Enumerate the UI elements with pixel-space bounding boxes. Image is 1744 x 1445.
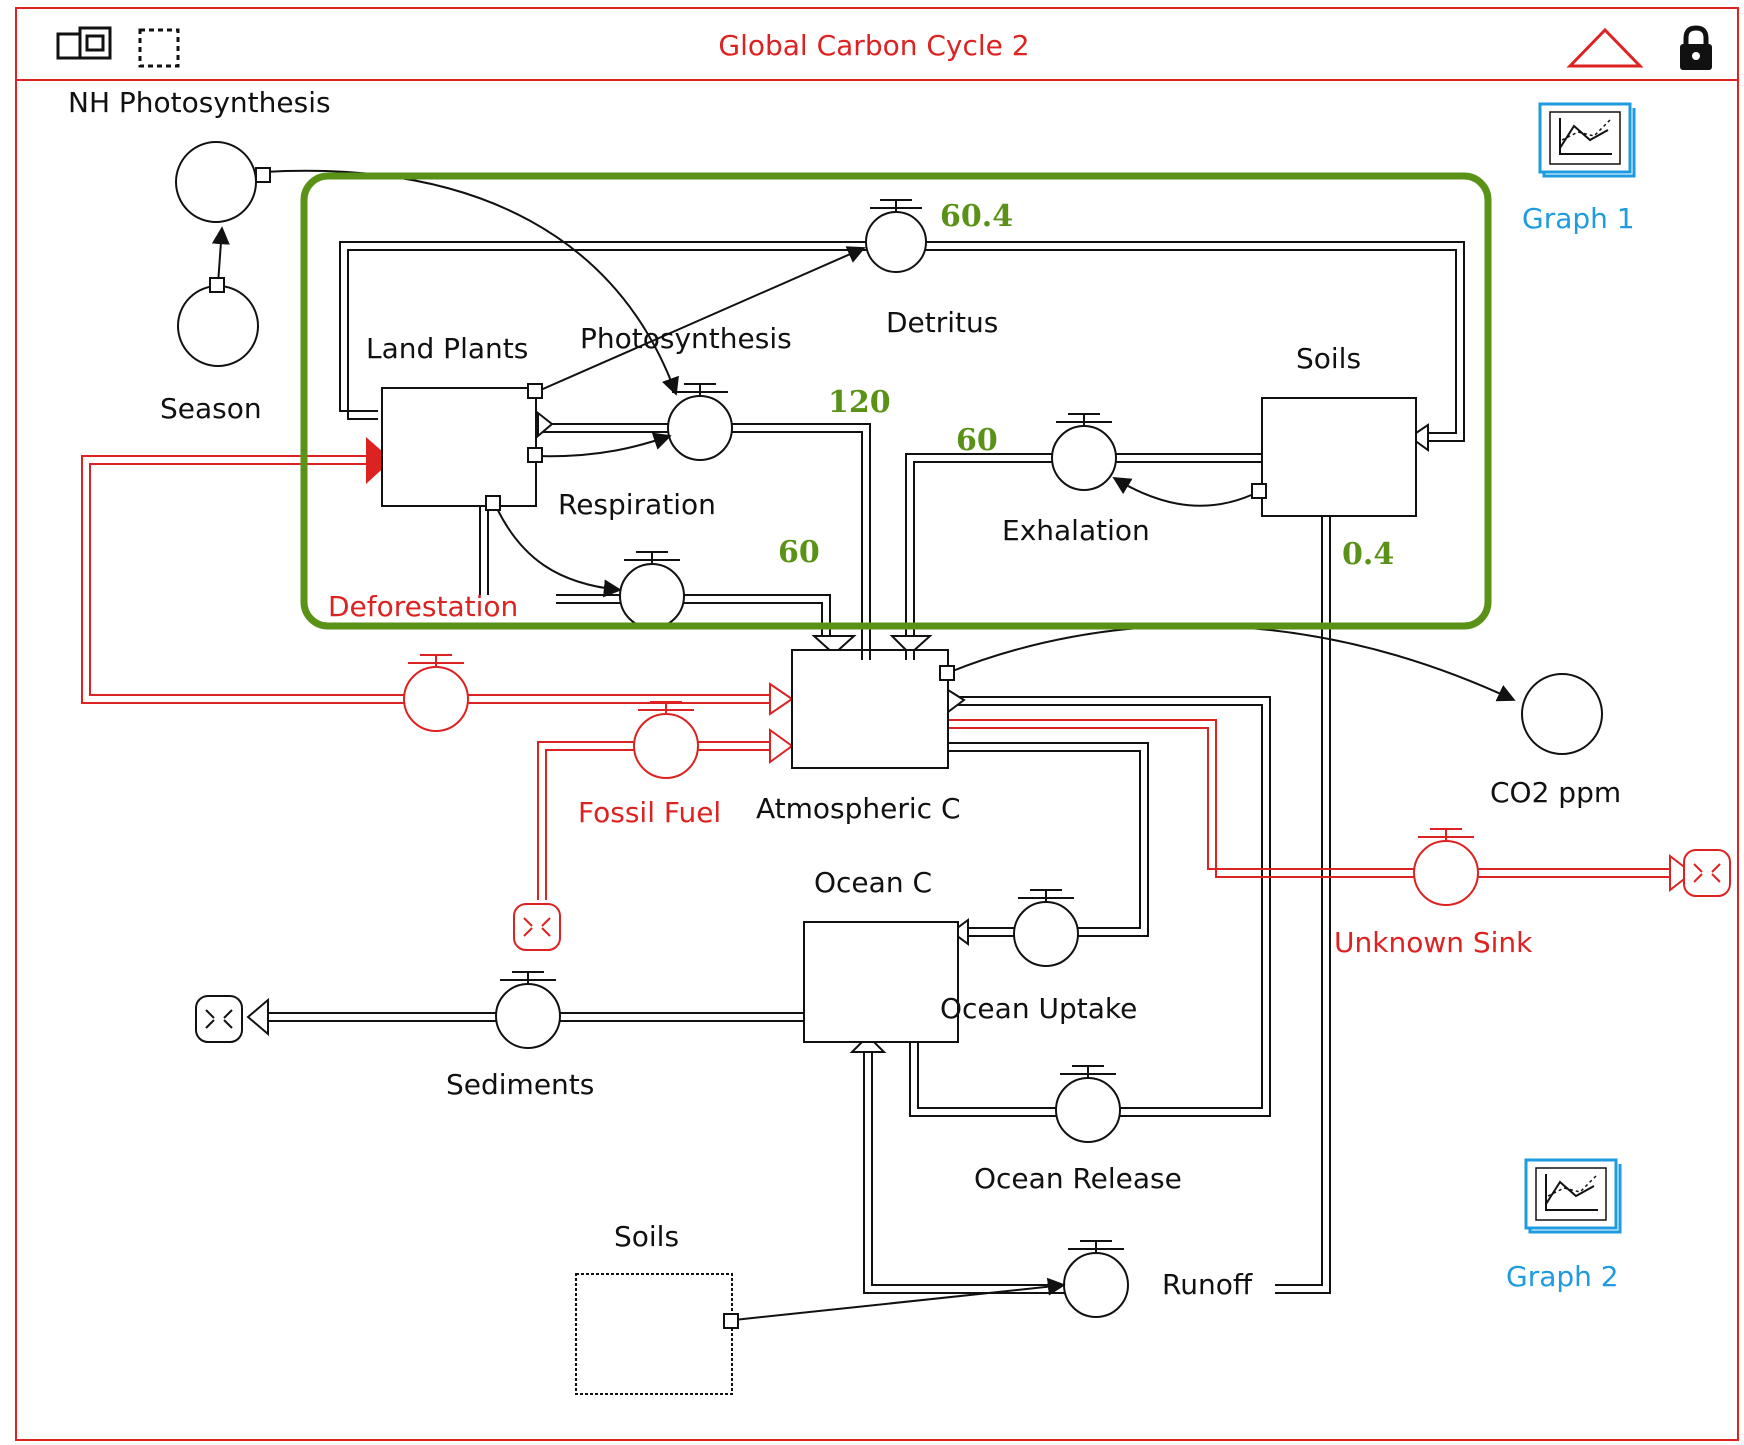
deforestation-valve[interactable] (403, 654, 469, 732)
pipe-exhalation-outer (905, 453, 1262, 660)
season-converter[interactable] (177, 285, 259, 367)
fossil-fuel-valve[interactable] (633, 701, 699, 779)
pipe-runoff-vertical (1275, 512, 1331, 1294)
soils-stock[interactable] (1261, 397, 1417, 517)
annotation-runoff-flux: 0.4 (1342, 537, 1394, 572)
label-fossil-fuel: Fossil Fuel (578, 796, 721, 829)
graph-1-icon[interactable] (1538, 102, 1636, 178)
label-season: Season (160, 392, 262, 425)
connector-soils-exhalation (1112, 477, 1259, 507)
label-exhalation: Exhalation (1002, 514, 1150, 547)
uptake-to-ocean-arrow (950, 918, 969, 946)
fossil-fuel-arrow (769, 728, 794, 764)
annotation-exhalation-flux: 60 (956, 423, 998, 458)
co2-ppm-converter[interactable] (1521, 673, 1603, 755)
release-to-atmos-arrow (947, 688, 966, 714)
annotation-respiration-flux: 60 (778, 535, 820, 570)
pipe-deforestation (556, 594, 831, 640)
pipe-runoff-to-ocean (863, 1052, 1070, 1294)
pipe-respiration-inner (538, 431, 863, 660)
connector-plants-photosynthesis (535, 432, 672, 458)
nh-photosynthesis-converter[interactable] (175, 141, 257, 223)
label-photosynthesis: Photosynthesis (580, 322, 792, 355)
pipe-exhalation-inner (913, 461, 1262, 660)
label-unknown-sink: Unknown Sink (1334, 926, 1533, 959)
pipe-respiration-outer (538, 423, 871, 660)
window-title: Global Carbon Cycle 2 (718, 29, 1029, 62)
label-land-plants: Land Plants (366, 332, 528, 365)
window-layers-icon[interactable] (56, 26, 112, 60)
label-sediments: Sediments (446, 1068, 594, 1101)
connector-atmos-co2 (949, 624, 1516, 702)
label-ocean-c: Ocean C (814, 866, 932, 899)
label-soils-ghost: Soils (614, 1220, 679, 1253)
label-deforestation: Deforestation (328, 590, 518, 623)
fossil-fuel-source-cloud (513, 903, 561, 951)
deforestation-inflow-arrow (366, 437, 392, 484)
label-soils: Soils (1296, 342, 1361, 375)
unknown-sink-cloud (1683, 849, 1731, 897)
label-runoff: Runoff (1162, 1268, 1253, 1301)
label-graph-1[interactable]: Graph 1 (1522, 202, 1635, 235)
ocean-uptake-valve[interactable] (1013, 889, 1079, 967)
sediments-sink-cloud (195, 995, 243, 1043)
connector-season (211, 226, 230, 285)
pipe-deforestation-stub (479, 502, 489, 595)
annotation-detritus-flux: 60.4 (940, 199, 1013, 234)
detritus-valve[interactable] (865, 199, 927, 273)
lock-icon[interactable] (1680, 25, 1712, 70)
respiration-valve[interactable] (619, 551, 685, 629)
label-ocean-uptake: Ocean Uptake (940, 992, 1137, 1025)
exhalation-to-atmos-arrow (889, 635, 933, 656)
label-atmospheric-c: Atmospheric C (756, 792, 961, 825)
label-graph-2[interactable]: Graph 2 (1506, 1260, 1619, 1293)
runoff-to-ocean-arrow (849, 1034, 887, 1053)
label-co2-ppm: CO2 ppm (1490, 776, 1621, 809)
photosynthesis-valve[interactable] (667, 383, 733, 461)
up-triangle-icon[interactable] (1566, 27, 1644, 68)
ocean-release-valve[interactable] (1055, 1065, 1121, 1143)
window-frame (15, 7, 1739, 1441)
soils-ghost-stock[interactable] (575, 1273, 733, 1395)
graph-2-icon[interactable] (1524, 1158, 1622, 1234)
exhalation-valve[interactable] (1051, 413, 1117, 491)
detritus-to-soils-arrow (1408, 423, 1429, 452)
connector-soils-runoff (733, 1277, 1066, 1321)
sediments-valve[interactable] (495, 971, 561, 1049)
label-nh-photosynthesis: NH Photosynthesis (68, 86, 331, 119)
label-detritus: Detritus (886, 306, 998, 339)
atmospheric-c-stock[interactable] (791, 649, 949, 769)
ocean-c-stock[interactable] (803, 921, 959, 1043)
land-subsystem-highlight (300, 172, 1492, 630)
deforestation-to-atmos-arrow (811, 635, 857, 656)
selection-icon[interactable] (138, 28, 180, 68)
connector-plants-respiration (493, 501, 622, 598)
label-respiration: Respiration (558, 488, 716, 521)
land-plants-stock[interactable] (381, 387, 537, 507)
unknown-sink-arrow (1669, 853, 1694, 893)
respiration-to-plants-arrow (537, 410, 554, 439)
sediments-out-arrow (246, 997, 269, 1037)
connector-nh-photo (263, 169, 679, 396)
annotation-photosynthesis-flux: 120 (828, 385, 891, 420)
runoff-valve[interactable] (1063, 1240, 1129, 1318)
connector-plants-detritus (535, 246, 866, 393)
deforestation-red-arrow (769, 682, 794, 716)
pipe-ocean-release (909, 696, 1271, 1117)
unknown-sink-valve[interactable] (1413, 828, 1479, 906)
label-ocean-release: Ocean Release (974, 1162, 1182, 1195)
